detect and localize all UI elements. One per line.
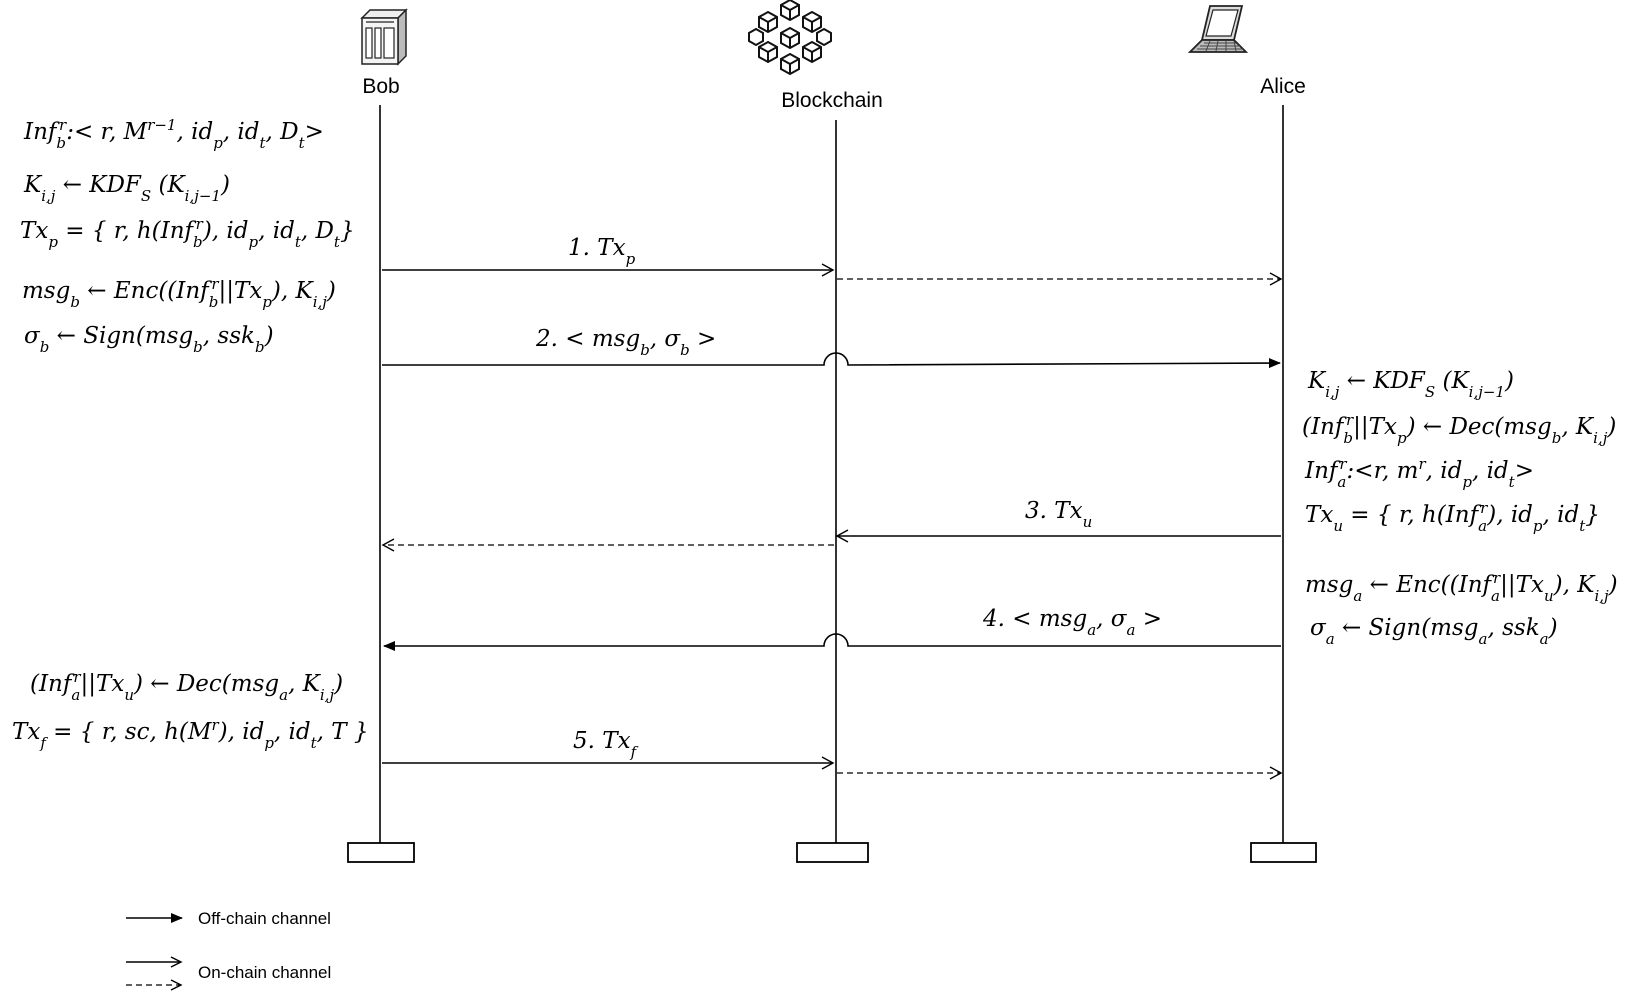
- alice-notes: Ki,j ← KDFS (Ki,j−1) (Infbr||Txp) ← Dec(…: [1302, 368, 1618, 648]
- message-5-label: 5. Txf: [573, 728, 639, 761]
- participant-name-blockchain: Blockchain: [781, 89, 883, 112]
- message-3: 3. Txu: [381, 498, 1281, 552]
- alice-note-1: Ki,j ← KDFS (Ki,j−1): [1307, 368, 1514, 401]
- bob-note-1: Infbr:< r, Mr−1, idp, idt, Dt>: [23, 116, 324, 152]
- bob-note-4: msgb ← Enc((Infbr||Txp), Ki,j): [22, 275, 336, 311]
- message-4: 4. < msga, σa >: [383, 606, 1281, 651]
- bob-note-7: Txf = { r, sc, h(Mr), idp, idt, T }: [12, 716, 369, 752]
- bob-note-6: (Infar||Txu) ← Dec(msga, Ki,j): [30, 668, 343, 704]
- message-2-label: 2. < msgb, σb >: [535, 326, 716, 359]
- alice-note-3: Infar:<r, mr, idp, idt>: [1304, 455, 1534, 491]
- alice-note-5: msga ← Enc((Infar||Txu), Ki,j): [1305, 569, 1618, 605]
- blockchain-icon: [748, 0, 832, 76]
- message-3-label: 3. Txu: [1025, 498, 1092, 531]
- bob-note-5: σb ← Sign(msgb, sskb): [24, 323, 274, 356]
- legend-onchain-label: On-chain channel: [198, 963, 331, 982]
- bob-notes: Infbr:< r, Mr−1, idp, idt, Dt> Ki,j ← KD…: [12, 116, 369, 752]
- bob-note-2: Ki,j ← KDFS (Ki,j−1): [23, 172, 230, 205]
- alice-note-6: σa ← Sign(msga, sska): [1310, 615, 1558, 648]
- alice-note-4: Txu = { r, h(Infar), idp, idt}: [1305, 499, 1600, 535]
- server-icon: [360, 8, 408, 66]
- lifeline-end-bob: [347, 842, 415, 863]
- laptop-icon: [1187, 5, 1249, 53]
- participant-name-bob: Bob: [362, 75, 399, 98]
- lifeline-end-alice: [1250, 842, 1317, 863]
- message-1-label: 1. Txp: [568, 235, 636, 268]
- legend-offchain-label: Off-chain channel: [198, 909, 331, 928]
- legend: Off-chain channel On-chain channel: [126, 909, 331, 991]
- message-5: 5. Txf: [382, 728, 1283, 780]
- message-1: 1. Txp: [382, 235, 1283, 286]
- lifeline-end-blockchain: [796, 842, 869, 863]
- participant-name-alice: Alice: [1260, 75, 1306, 98]
- legend-onchain-arrows: [126, 956, 183, 991]
- message-4-label: 4. < msga, σa >: [982, 606, 1162, 639]
- bob-note-3: Txp = { r, h(Infbr), idp, idt, Dt}: [20, 215, 355, 251]
- message-2: 2. < msgb, σb >: [382, 326, 1281, 369]
- alice-note-2: (Infbr||Txp) ← Dec(msgb, Ki,j): [1302, 411, 1616, 447]
